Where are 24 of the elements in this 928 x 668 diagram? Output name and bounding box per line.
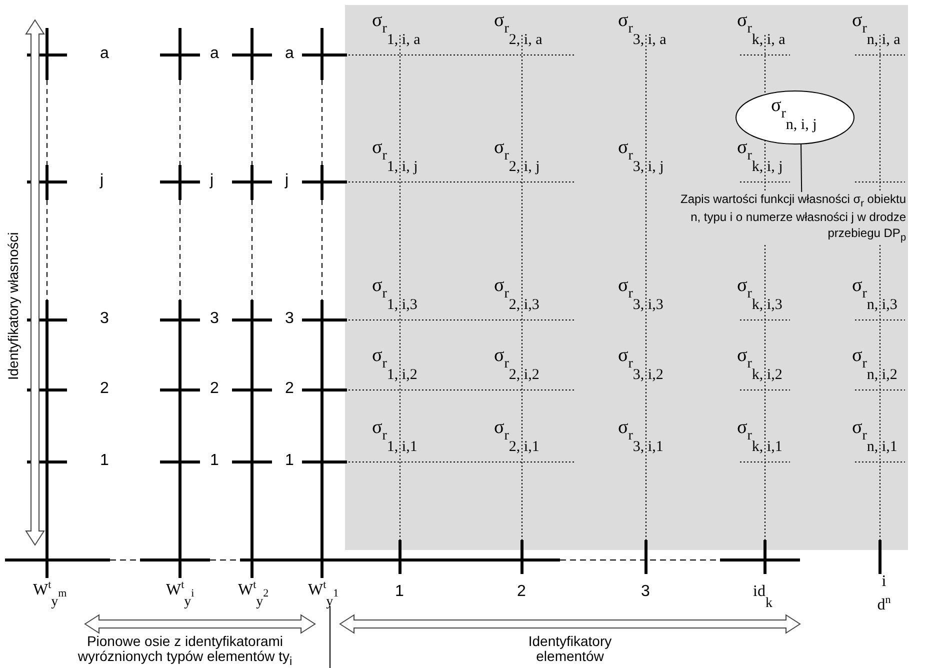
property-id-label: 3 xyxy=(100,311,109,327)
callout-ellipse xyxy=(735,90,855,145)
leader-line xyxy=(800,144,802,192)
axis-caption: Pionowe osie z identyfikatorami wyróznionych typów elementów ty$_{i}$ xyxy=(76,634,294,668)
property-id-label: 2 xyxy=(285,381,294,397)
property-id-label: 3 xyxy=(285,311,294,327)
property-id-label: 2 xyxy=(100,381,109,397)
property-id-label: 1 xyxy=(285,453,294,469)
axis-caption: Identyfikatory elementów xyxy=(527,634,613,665)
property-id-label: a xyxy=(285,46,294,62)
property-id-label: 1 xyxy=(210,453,219,469)
element-id-label: 3 xyxy=(641,584,650,600)
property-id-label: a xyxy=(100,46,109,62)
property-id-label: 1 xyxy=(100,453,109,469)
axis-title: Identyfikatory własności xyxy=(6,232,22,380)
property-id-label: j xyxy=(100,173,104,189)
element-id-label: 2 xyxy=(517,584,526,600)
property-id-label: a xyxy=(210,46,219,62)
property-id-label: 3 xyxy=(210,311,219,327)
element-id-label: i d$^{n}$ xyxy=(876,572,892,616)
property-id-label: j xyxy=(210,173,214,189)
property-id-label: j xyxy=(285,173,289,189)
property-id-label: 2 xyxy=(210,381,219,397)
element-id-label: 1 xyxy=(395,584,404,600)
